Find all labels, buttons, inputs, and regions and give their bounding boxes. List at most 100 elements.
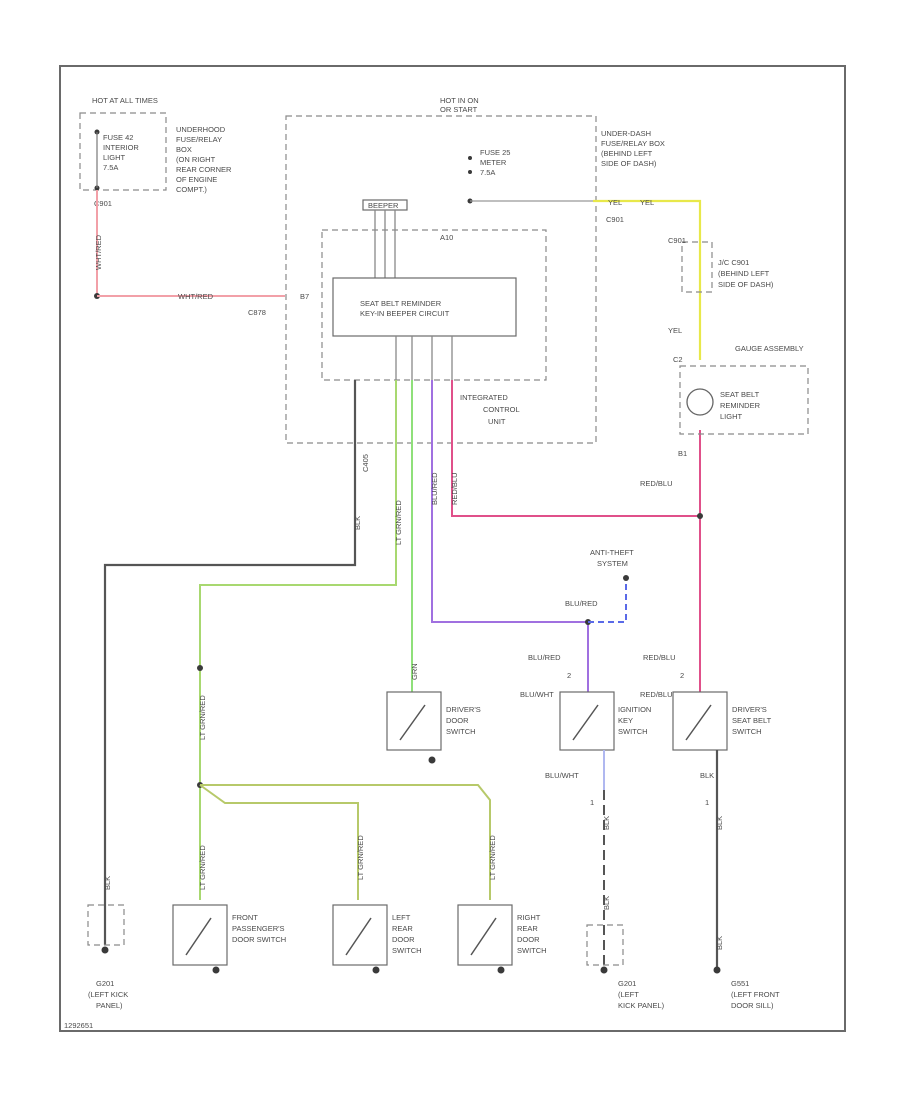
- fuse-25-terminal-bottom: [468, 170, 472, 174]
- wire-ltgrn-red-lr-label: LT GRN/RED: [356, 835, 365, 880]
- wire-blu-red-v-label: BLU/RED: [430, 472, 439, 505]
- fuse-42-amp: 7.5A: [103, 163, 118, 172]
- wire-blu-red: [431, 380, 589, 692]
- reminder-light-bulb: [686, 388, 714, 416]
- underhood-fuse-box-left: [79, 112, 167, 191]
- g201-left-ground: [101, 946, 109, 954]
- pin-a10-label: A10: [440, 233, 453, 242]
- svg-text:DOOR: DOOR: [517, 935, 540, 944]
- ignition-key-switch-blade: [572, 704, 599, 741]
- svg-text:(LEFT KICK: (LEFT KICK: [88, 990, 128, 999]
- gauge-assembly-label: GAUGE ASSEMBLY: [735, 344, 804, 353]
- g201-mid-ground: [600, 966, 608, 974]
- c901-left-label: C901: [94, 199, 112, 208]
- wire-blk-mid-bottom-label: BLK: [602, 816, 611, 830]
- wire-ltgrn-red-fp-label: LT GRN/RED: [198, 845, 207, 890]
- jc-label-1: J/C C901: [718, 258, 749, 267]
- svg-text:G551: G551: [731, 979, 749, 988]
- c878-label: C878: [248, 308, 266, 317]
- anti-theft-label-2: SYSTEM: [597, 559, 628, 568]
- wire-blu-red-h-label: BLU/RED: [565, 599, 598, 608]
- diagram-frame: [59, 65, 846, 1032]
- wire-anti-theft-dashed: [588, 578, 627, 623]
- svg-text:FUSE/RELAY: FUSE/RELAY: [176, 135, 222, 144]
- jc-c901-box: [681, 241, 713, 293]
- wire-yel-top-label: YEL: [608, 198, 622, 207]
- anti-theft-terminal: [623, 575, 629, 581]
- svg-text:G201: G201: [96, 979, 114, 988]
- svg-text:KICK PANEL): KICK PANEL): [618, 1001, 665, 1010]
- svg-text:REAR: REAR: [517, 924, 538, 933]
- icu-label-1: INTEGRATED: [460, 393, 508, 402]
- integrated-control-unit: [321, 229, 547, 381]
- reminder-light-label-3: LIGHT: [720, 412, 743, 421]
- pin-c2-label: C2: [673, 355, 683, 364]
- wire-wht-red-v-label: WHT/RED: [94, 234, 103, 270]
- svg-text:PASSENGER'S: PASSENGER'S: [232, 924, 285, 933]
- underhood-box-left-label: UNDERHOOD FUSE/RELAY BOX (ON RIGHT REAR …: [176, 125, 232, 194]
- c901-under-dash-label: C901: [606, 215, 624, 224]
- fuse-25-name: METER: [480, 158, 507, 167]
- right-rear-switch-label: RIGHT REAR DOOR SWITCH: [517, 913, 547, 955]
- under-dash-box-label: UNDER-DASH FUSE/RELAY BOX (BEHIND LEFT S…: [601, 129, 665, 168]
- red-blu-junction: [697, 513, 703, 519]
- wire-red-blu-mid-label: RED/BLU: [640, 690, 673, 699]
- g551-ground: [713, 966, 721, 974]
- c901-right-label: C901: [668, 236, 686, 245]
- fuse-42-label: FUSE 42: [103, 133, 133, 142]
- wire-red-blu-right-label: RED/BLU: [640, 479, 673, 488]
- svg-text:SWITCH: SWITCH: [517, 946, 547, 955]
- wire-grn-mid-label: GRN: [410, 663, 419, 680]
- svg-text:FRONT: FRONT: [232, 913, 258, 922]
- g201-mid-connector: [586, 924, 624, 966]
- pin-1a-label: 1: [590, 798, 594, 807]
- wire-blu-red-left-label: BLU/RED: [528, 653, 561, 662]
- svg-text:(BEHIND LEFT: (BEHIND LEFT: [601, 149, 653, 158]
- fuse-25-terminal-top: [468, 156, 472, 160]
- or-start-label: OR START: [440, 105, 478, 114]
- svg-text:UNDERHOOD: UNDERHOOD: [176, 125, 226, 134]
- hot-in-on-label: HOT IN ON: [440, 96, 479, 105]
- svg-text:UNDER-DASH: UNDER-DASH: [601, 129, 651, 138]
- anti-theft-label-1: ANTI-THEFT: [590, 548, 634, 557]
- svg-text:IGNITION: IGNITION: [618, 705, 651, 714]
- seat-belt-switch-label: DRIVER'S SEAT BELT SWITCH: [732, 705, 772, 736]
- right-rear-switch-ground: [497, 966, 505, 974]
- jc-label-3: SIDE OF DASH): [718, 280, 774, 289]
- wire-red-blu-v-label: RED/BLU: [450, 472, 459, 505]
- ltgrn-red-junction-top: [197, 665, 203, 671]
- g551-label: G551 (LEFT FRONT DOOR SILL): [731, 979, 780, 1010]
- front-passenger-switch-blade: [185, 917, 212, 956]
- yel-label: YEL: [640, 198, 654, 207]
- svg-text:SWITCH: SWITCH: [392, 946, 422, 955]
- svg-text:DRIVER'S: DRIVER'S: [446, 705, 481, 714]
- right-rear-switch-blade: [470, 917, 497, 956]
- svg-text:FUSE/RELAY BOX: FUSE/RELAY BOX: [601, 139, 665, 148]
- svg-text:LEFT: LEFT: [392, 913, 411, 922]
- wire-blk-ground-left: [103, 380, 357, 945]
- pin-2b-label: 2: [680, 671, 684, 680]
- wire-blk-left-bottom-label: BLK: [103, 876, 112, 890]
- svg-text:SWITCH: SWITCH: [446, 727, 476, 736]
- pin-b7-label: B7: [300, 292, 309, 301]
- drivers-door-switch-ground: [428, 756, 436, 764]
- svg-text:G201: G201: [618, 979, 636, 988]
- fuse-42-name2: LIGHT: [103, 153, 126, 162]
- wire-yel-mid-label: YEL: [668, 326, 682, 335]
- hot-at-times-label: HOT AT ALL TIMES: [92, 96, 158, 105]
- wire-ltgrn-red-mid-label: LT GRN/RED: [198, 695, 207, 740]
- ignition-key-switch-label: IGNITION KEY SWITCH: [618, 705, 651, 736]
- svg-text:REAR CORNER: REAR CORNER: [176, 165, 232, 174]
- icu-label-2: CONTROL: [483, 405, 520, 414]
- reminder-light-label-2: REMINDER: [720, 401, 761, 410]
- svg-text:DOOR SWITCH: DOOR SWITCH: [232, 935, 286, 944]
- svg-text:OF ENGINE: OF ENGINE: [176, 175, 217, 184]
- wire-ltgrn-red-label: LT GRN/RED: [394, 500, 403, 545]
- front-passenger-switch-ground: [212, 966, 220, 974]
- circuit-label-2: KEY-IN BEEPER CIRCUIT: [360, 309, 450, 318]
- wire-blk-right-bottom-label: BLK: [715, 816, 724, 830]
- fuse-25-amp: 7.5A: [480, 168, 495, 177]
- diagram-footer-id: 1292651: [64, 1021, 93, 1030]
- g201-left-connector: [87, 904, 125, 946]
